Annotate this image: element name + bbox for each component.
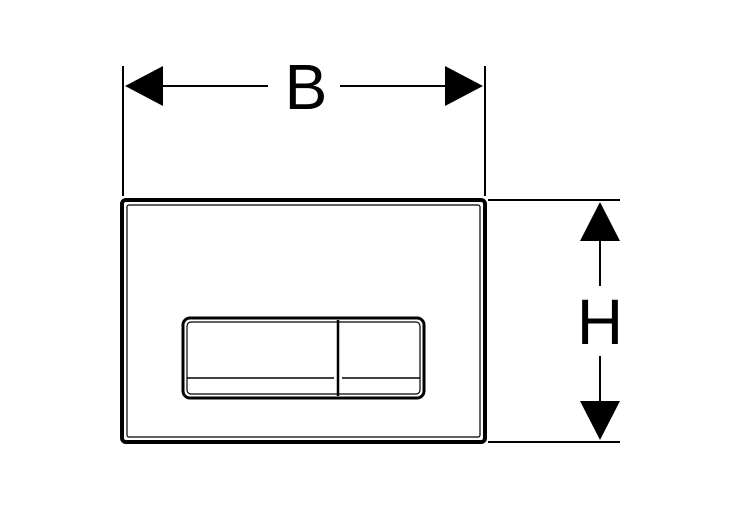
flush-buttons [181,316,426,400]
height-dimension: H [488,199,623,443]
height-arrowhead-bottom [580,401,620,440]
width-arrowhead-right [445,66,483,106]
height-label: H [577,286,623,358]
height-arrowhead-top [580,202,620,241]
width-label: B [285,51,328,123]
plate-outer-outline [120,198,487,444]
width-arrowhead-left [125,66,163,106]
buttons-outer-outline [181,316,426,400]
width-dimension: B [122,51,486,196]
flush-plate [120,198,487,444]
plate-inner-outline [126,204,481,438]
buttons-inner-outline [186,321,421,395]
